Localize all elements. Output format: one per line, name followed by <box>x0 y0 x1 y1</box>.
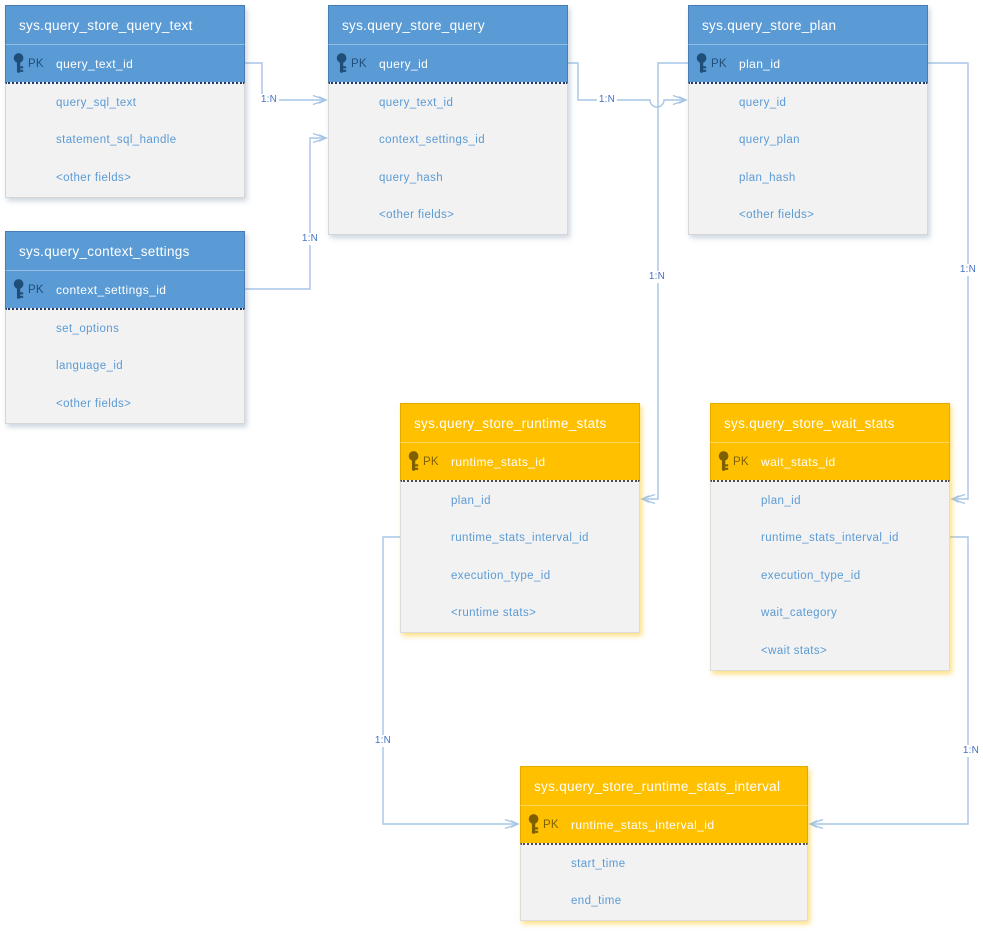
field-row: runtime_stats_interval_id <box>761 532 899 545</box>
cardinality-label-runtime-stats-to-interval: 1:N <box>372 735 394 747</box>
cardinality-label-plan-to-wait-stats: 1:N <box>957 264 979 276</box>
pk-tag: PK <box>28 283 44 296</box>
primary-key-icon <box>13 53 24 73</box>
connector-query-to-plan <box>568 62 688 108</box>
table-title: sys.query_store_wait_stats <box>710 403 950 442</box>
primary-key-icon <box>408 451 419 471</box>
connector-plan-to-wait-stats <box>928 62 969 505</box>
primary-key-row: PK wait_stats_id <box>710 442 950 480</box>
pk-tag: PK <box>543 818 559 831</box>
field-row: plan_hash <box>739 171 796 184</box>
cardinality-label-query-to-plan: 1:N <box>596 94 618 106</box>
table-title: sys.query_store_runtime_stats_interval <box>520 766 808 805</box>
pk-field-name: runtime_stats_id <box>451 454 546 469</box>
field-row: query_text_id <box>379 96 454 109</box>
field-row: query_id <box>739 96 787 109</box>
primary-key-row: PK plan_id <box>688 44 928 82</box>
table-title: sys.query_store_runtime_stats <box>400 403 640 442</box>
pk-tag: PK <box>351 57 367 70</box>
primary-key-row: PK runtime_stats_interval_id <box>520 805 808 843</box>
field-list: set_options language_id <other fields> <box>5 308 245 424</box>
field-row: query_hash <box>379 171 444 184</box>
field-row: runtime_stats_interval_id <box>451 532 589 545</box>
field-list: plan_id runtime_stats_interval_id executio… <box>710 480 950 671</box>
field-row: <other fields> <box>739 209 815 222</box>
connector-runtime-stats-to-interval <box>382 536 520 830</box>
primary-key-row: PK context_settings_id <box>5 270 245 308</box>
field-row: <other fields> <box>56 397 132 410</box>
field-list: start_time end_time <box>520 843 808 921</box>
field-list: query_id query_plan plan_hash <other fields… <box>688 82 928 235</box>
pk-field-name: wait_stats_id <box>761 454 836 469</box>
pk-field-name: context_settings_id <box>56 282 167 297</box>
field-row: <wait stats> <box>761 644 828 657</box>
field-row: execution_type_id <box>451 569 551 582</box>
field-row: language_id <box>56 360 124 373</box>
primary-key-row: PK query_id <box>328 44 568 82</box>
cardinality-label-wait-stats-to-interval: 1:N <box>960 745 982 757</box>
field-row: statement_sql_handle <box>56 134 177 147</box>
pk-tag: PK <box>733 455 749 468</box>
primary-key-icon <box>528 814 539 834</box>
pk-field-name: plan_id <box>739 56 781 71</box>
pk-tag: PK <box>28 57 44 70</box>
field-list: plan_id runtime_stats_interval_id executio… <box>400 480 640 633</box>
table-title: sys.query_store_query_text <box>5 5 245 44</box>
cardinality-label-query-text-to-query: 1:N <box>258 94 280 106</box>
pk-tag: PK <box>423 455 439 468</box>
primary-key-icon <box>336 53 347 73</box>
pk-field-name: query_id <box>379 56 429 71</box>
field-row: plan_id <box>761 494 801 507</box>
field-row: <other fields> <box>379 209 455 222</box>
connector-wait-stats-to-interval <box>808 536 969 830</box>
field-row: plan_id <box>451 494 491 507</box>
table-title: sys.query_store_plan <box>688 5 928 44</box>
field-row: set_options <box>56 322 120 335</box>
field-row: wait_category <box>761 607 838 620</box>
cardinality-label-context-settings-to-query: 1:N <box>299 233 321 245</box>
connector-context-settings-to-query <box>245 132 328 290</box>
primary-key-row: PK query_text_id <box>5 44 245 82</box>
table-title: sys.query_context_settings <box>5 231 245 270</box>
primary-key-icon <box>696 53 707 73</box>
field-row: execution_type_id <box>761 569 861 582</box>
pk-tag: PK <box>711 57 727 70</box>
table-title: sys.query_store_query <box>328 5 568 44</box>
field-row: query_plan <box>739 134 800 147</box>
connector-query-text-to-query <box>245 62 328 106</box>
field-row: query_sql_text <box>56 96 137 109</box>
field-list: query_text_id context_settings_id query_ha… <box>328 82 568 235</box>
field-row: end_time <box>571 895 622 908</box>
field-row: start_time <box>571 857 626 870</box>
field-list: query_sql_text statement_sql_handle <other… <box>5 82 245 198</box>
primary-key-icon <box>13 279 24 299</box>
pk-field-name: query_text_id <box>56 56 134 71</box>
field-row: <other fields> <box>56 171 132 184</box>
primary-key-row: PK runtime_stats_id <box>400 442 640 480</box>
primary-key-icon <box>718 451 729 471</box>
field-row: context_settings_id <box>379 134 486 147</box>
cardinality-label-plan-to-runtime-stats: 1:N <box>646 271 668 283</box>
field-row: <runtime stats> <box>451 607 537 620</box>
pk-field-name: runtime_stats_interval_id <box>571 817 715 832</box>
